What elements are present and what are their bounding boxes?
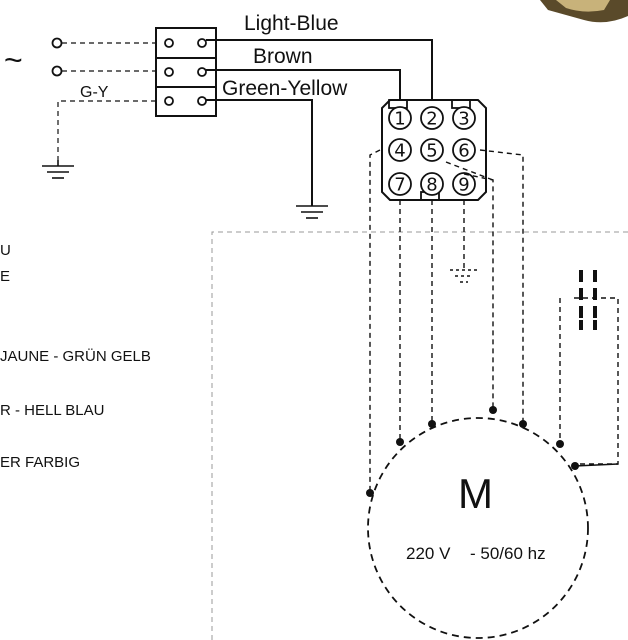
connector-pin-label: 4 <box>394 141 405 162</box>
motor-voltage: 220 V <box>406 544 451 563</box>
terminal-block <box>155 27 217 117</box>
connector-pin-label: 6 <box>458 141 469 162</box>
connector-pin-label: 3 <box>458 109 469 130</box>
legend-line-4: R - HELL BLAU <box>0 402 104 419</box>
connector-pin-8 <box>420 172 444 196</box>
connector-pin-label: 9 <box>458 175 469 196</box>
capacitor <box>579 270 597 330</box>
ground-symbol-connector <box>450 269 478 283</box>
connector-pin-label: 2 <box>426 109 437 130</box>
connector-pin-4 <box>388 138 412 162</box>
ground-symbol-left <box>42 160 74 179</box>
supply-terminal-2 <box>51 65 63 77</box>
motor-photo-fragment <box>540 0 628 23</box>
motor-circle <box>367 417 589 639</box>
label-brown: Brown <box>253 45 313 68</box>
connector-pin-7 <box>388 172 412 196</box>
gy-label: G-Y <box>80 84 109 101</box>
motor-housing-frame <box>211 231 628 640</box>
legend-line-2: E <box>0 268 10 285</box>
connector-pin-label: 7 <box>394 175 405 196</box>
ac-symbol: ~ <box>4 42 23 78</box>
legend-line-5: ER FARBIG <box>0 454 80 471</box>
connector-pin-3 <box>452 106 476 130</box>
legend-line-1: U <box>0 242 11 259</box>
connector-pin-label: 5 <box>426 141 437 162</box>
supply-terminal-1 <box>51 37 63 49</box>
label-green-yellow: Green-Yellow <box>222 77 348 100</box>
connector-pin-6 <box>452 138 476 162</box>
motor-frequency: - 50/60 hz <box>470 544 546 563</box>
motor-label: M <box>458 470 493 517</box>
connector-pin-5 <box>420 138 444 162</box>
ground-symbol-right <box>296 205 328 219</box>
wire-light-blue <box>206 39 433 100</box>
connector-pin-2 <box>420 106 444 130</box>
connector-pin-1 <box>388 106 412 130</box>
connector-pin-label: 8 <box>426 175 437 196</box>
wire-green-yellow <box>206 99 313 206</box>
label-light-blue: Light-Blue <box>244 12 339 35</box>
legend-line-3: JAUNE - GRÜN GELB <box>0 347 151 365</box>
connector-pin-label: 1 <box>394 109 405 130</box>
connector-pin-9 <box>452 172 476 196</box>
earth-wire-left <box>57 100 156 160</box>
wire-brown <box>206 69 401 100</box>
motor-output-lead <box>574 463 619 467</box>
motor-terminals <box>366 406 579 497</box>
